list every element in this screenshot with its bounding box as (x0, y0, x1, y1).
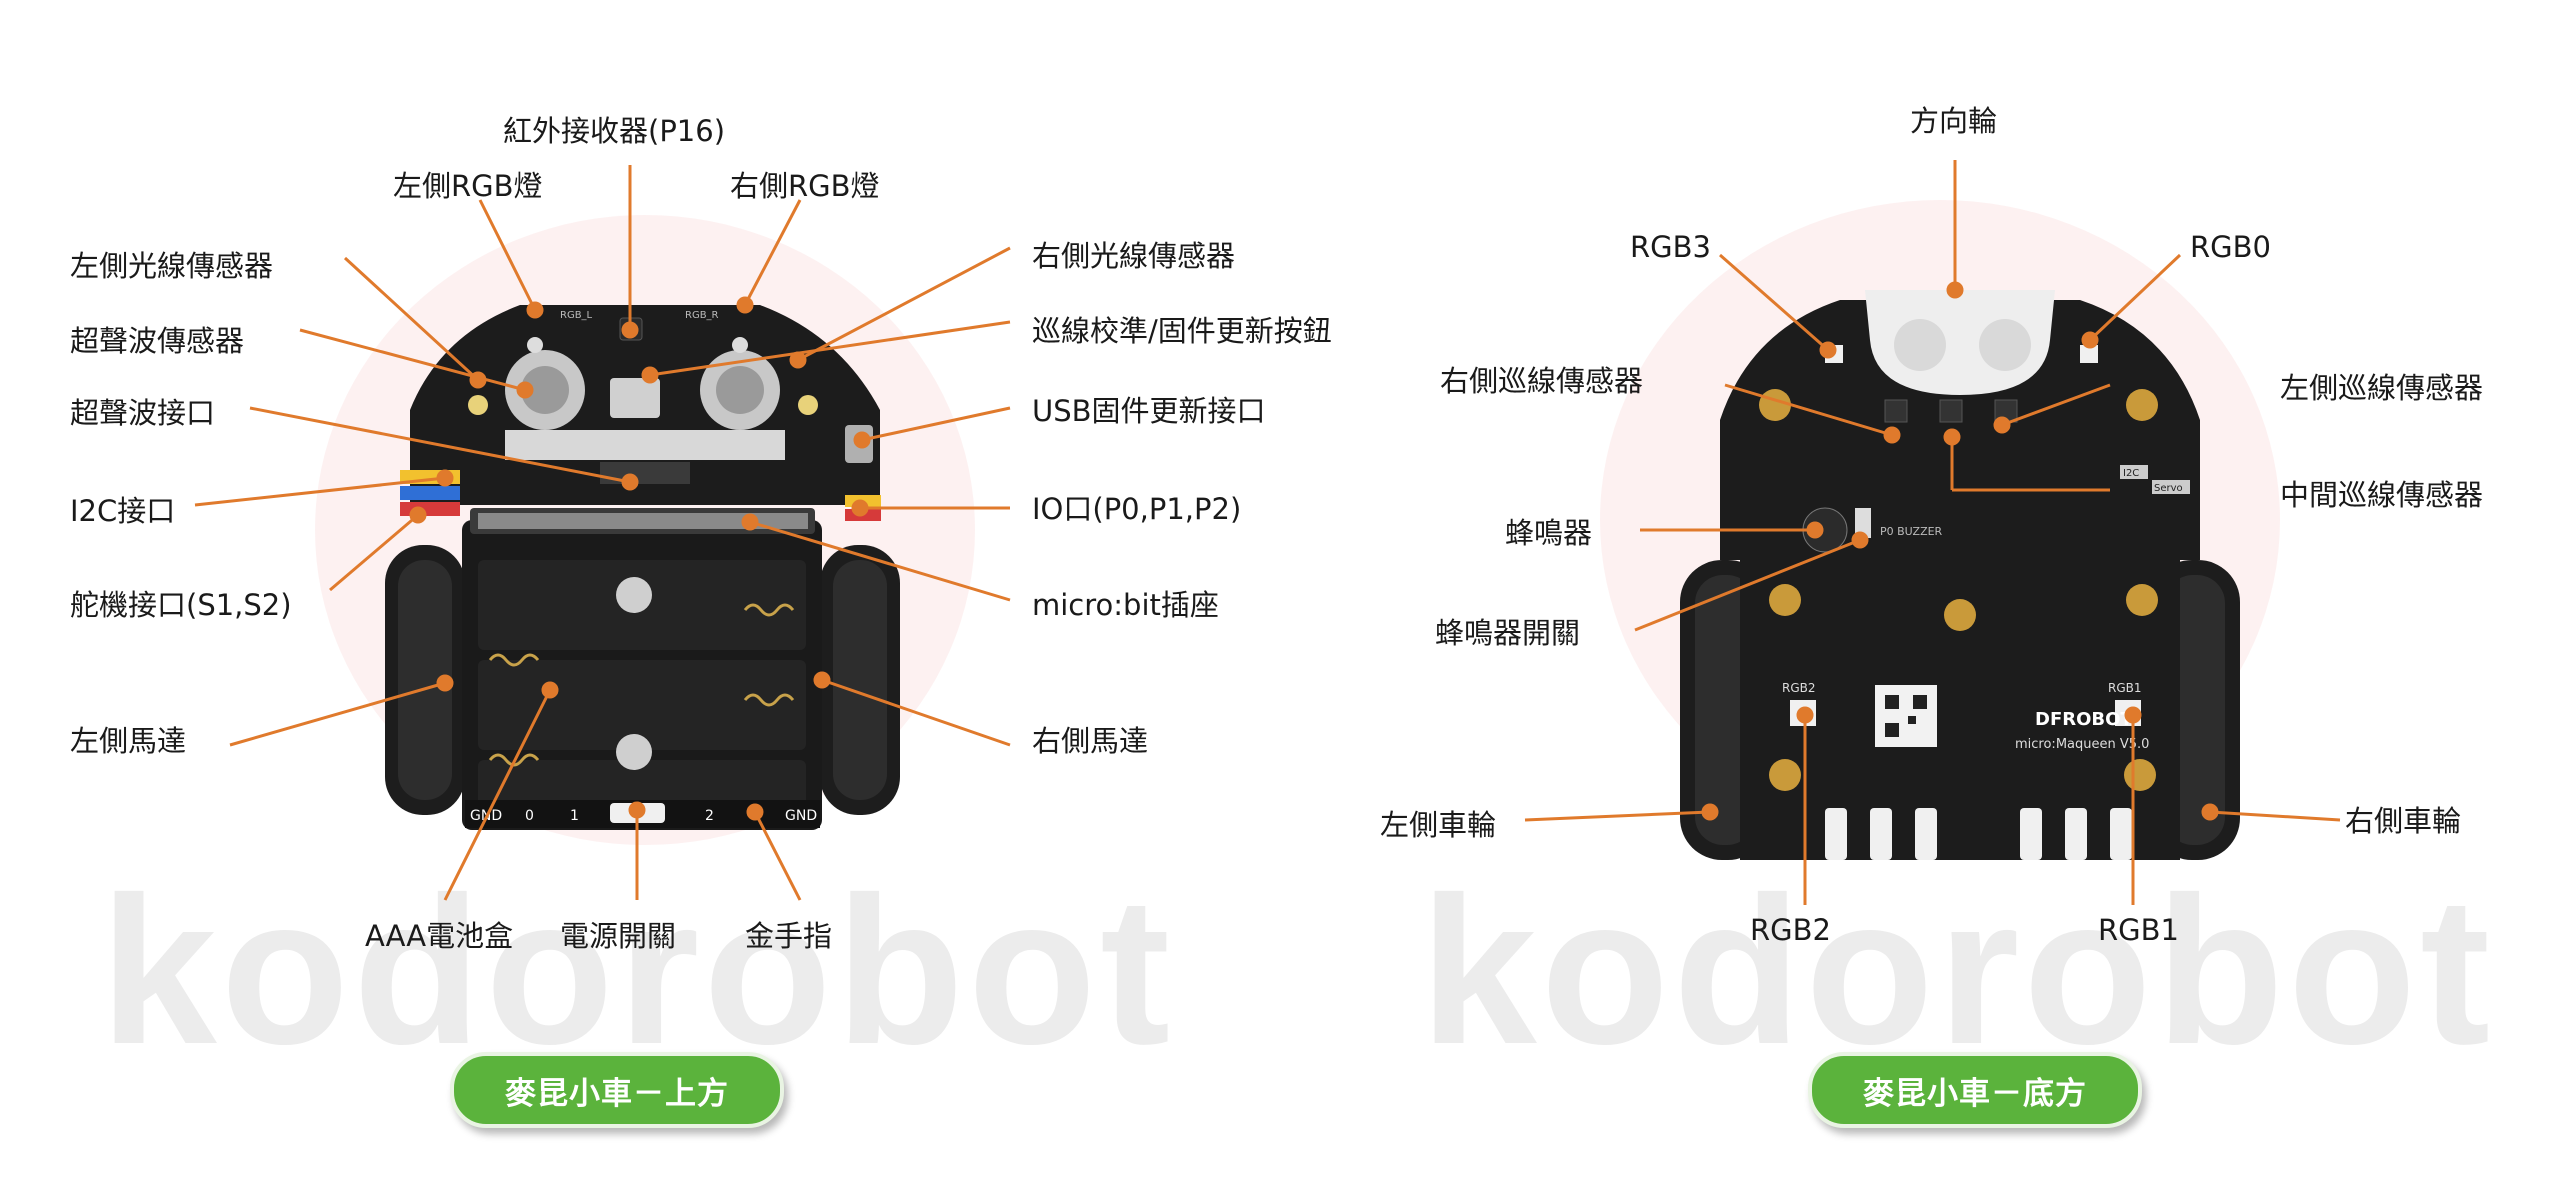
bottom-view-panel: kodorobot P0 BUZZER I2C Servo (1280, 0, 2560, 1203)
label-servo-port: 舵機接口(S1,S2) (70, 588, 292, 622)
silk-rgb-r: RGB_R (685, 310, 719, 321)
label-i2c-port: I2C接口 (70, 494, 176, 528)
bottom-view-leader-lines (1524, 160, 2341, 905)
label-usb-port: USB固件更新接口 (1032, 394, 1266, 428)
label-right-motor: 右側馬達 (1032, 724, 1149, 758)
silk-model: micro:Maqueen V5.0 (2015, 737, 2149, 752)
label-ir-receiver: 紅外接收器(P16) (503, 114, 726, 148)
top-view-panel: kodorobot (70, 114, 1332, 1128)
watermark: kodorobot (1420, 853, 2495, 1088)
right-light-sensor (798, 395, 818, 415)
label-left-motor: 左側馬達 (70, 724, 187, 758)
brand-logo: DFROBOT (2035, 709, 2133, 730)
label-rgb3: RGB3 (1630, 230, 1711, 264)
label-rgb1: RGB1 (2098, 913, 2179, 947)
label-caster: 方向輪 (1910, 104, 1998, 138)
label-left-line-sensor: 左側巡線傳感器 (2280, 371, 2484, 405)
label-buzzer: 蜂鳴器 (1505, 516, 1593, 550)
caption-top-view: 麥昆小車－上方 (450, 1052, 784, 1128)
bottom-view-illustration: P0 BUZZER I2C Servo RGB2 RGB1 DFROBOT mi… (1524, 160, 2341, 905)
watermark: kodorobot (100, 853, 1175, 1088)
right-rgb-led (732, 337, 748, 353)
label-right-line-sensor: 右側巡線傳感器 (1440, 364, 1644, 398)
ultrasonic-port (600, 462, 690, 484)
silk-rgb-l: RGB_L (560, 310, 593, 321)
label-left-rgb: 左側RGB燈 (393, 169, 543, 203)
qr-code (1875, 685, 1937, 747)
label-buzzer-switch: 蜂鳴器開關 (1435, 616, 1581, 650)
label-right-rgb: 右側RGB燈 (730, 169, 880, 203)
left-light-sensor (468, 395, 488, 415)
rgb0-led (2080, 345, 2098, 363)
label-ultrasonic-sensor: 超聲波傳感器 (70, 324, 245, 358)
label-battery-box: AAA電池盒 (365, 919, 514, 953)
label-middle-line-sensor: 中間巡線傳感器 (2280, 478, 2484, 512)
label-rgb0: RGB0 (2190, 230, 2271, 264)
edge-tabs (1825, 808, 2132, 860)
label-io-port: IO口(P0,P1,P2) (1032, 492, 1242, 526)
label-right-light-sensor: 右側光線傳感器 (1032, 239, 1236, 273)
pcb-board-bottom (1720, 300, 2200, 860)
label-rgb2: RGB2 (1750, 913, 1831, 947)
top-view-illustration: RGB_L RGB_R GND 0 1 2 GND (194, 165, 1011, 901)
label-microbit-slot: micro:bit插座 (1032, 588, 1219, 622)
pin-2: 2 (705, 808, 714, 824)
silk-i2c: I2C (2123, 468, 2139, 479)
label-calibration-button: 巡線校準/固件更新按鈕 (1032, 314, 1332, 348)
silk-rgb2: RGB2 (1782, 681, 1816, 695)
silk-servo: Servo (2154, 483, 2183, 494)
caption-bottom-view: 麥昆小車－底方 (1808, 1052, 2142, 1128)
label-left-light-sensor: 左側光線傳感器 (70, 249, 274, 283)
pin-0: 0 (525, 808, 534, 824)
right-line-sensor (1884, 399, 1908, 423)
silk-buzzer: P0 BUZZER (1880, 525, 1943, 538)
label-left-wheel: 左側車輪 (1380, 808, 1497, 842)
pin-1: 1 (570, 808, 579, 824)
label-ultrasonic-port: 超聲波接口 (70, 396, 216, 430)
label-power-switch: 電源開關 (560, 919, 677, 953)
label-right-wheel: 右側車輪 (2345, 804, 2462, 838)
pin-gnd-right: GND (785, 808, 817, 824)
middle-line-sensor (1939, 399, 1963, 423)
top-view-leader-lines (194, 165, 1011, 901)
label-gold-finger: 金手指 (745, 919, 833, 953)
silk-rgb1: RGB1 (2108, 681, 2142, 695)
left-rgb-led (527, 337, 543, 353)
buzzer-switch (1855, 508, 1871, 538)
